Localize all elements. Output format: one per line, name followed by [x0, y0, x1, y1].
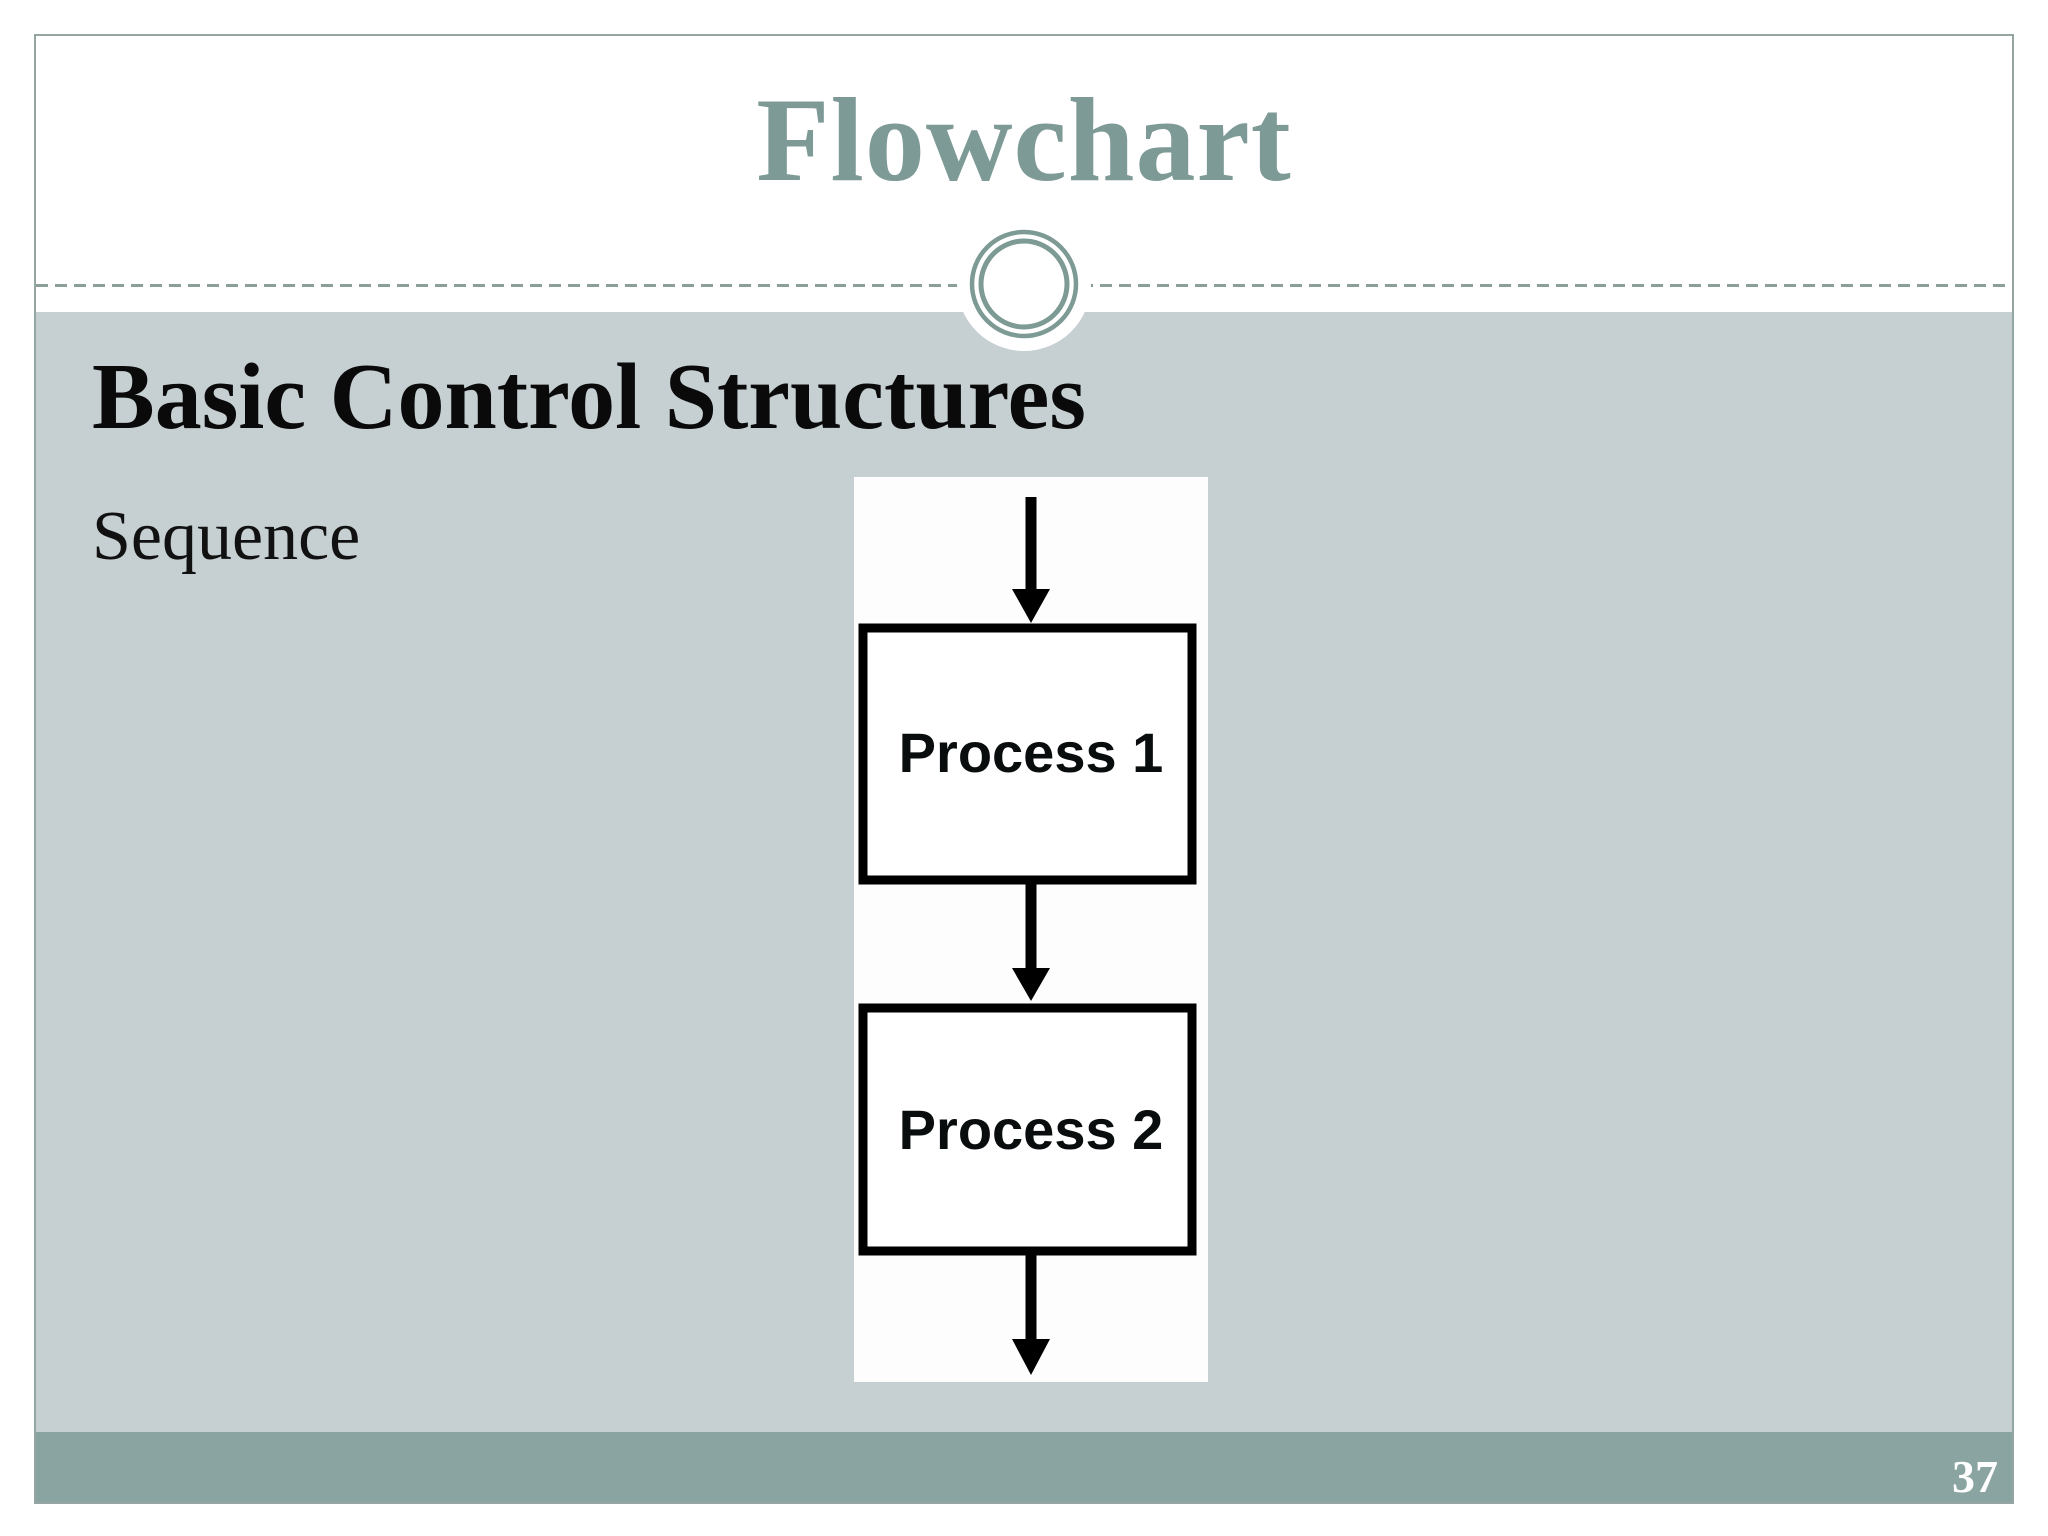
page-number: 37 — [1952, 1451, 1998, 1502]
page-title: Flowchart — [756, 73, 1292, 206]
process-label: Process 2 — [899, 1098, 1164, 1161]
flowchart-panel: Process 1 Process 2 — [854, 477, 1208, 1382]
flow-arrow-icon — [1012, 884, 1050, 1001]
process-box — [858, 623, 1197, 885]
footer-bar: 37 — [36, 1432, 2012, 1502]
divider-ornament-circle-icon — [954, 214, 1094, 354]
flow-arrow-icon — [1012, 1255, 1050, 1375]
section-heading: Basic Control Structures — [92, 345, 1086, 449]
flow-arrow-icon — [1012, 497, 1050, 623]
slide: Flowchart Basic Control Structures Seque… — [34, 34, 2014, 1504]
process-box — [858, 1003, 1197, 1256]
subheading: Sequence — [92, 498, 361, 575]
process-label: Process 1 — [899, 721, 1164, 784]
